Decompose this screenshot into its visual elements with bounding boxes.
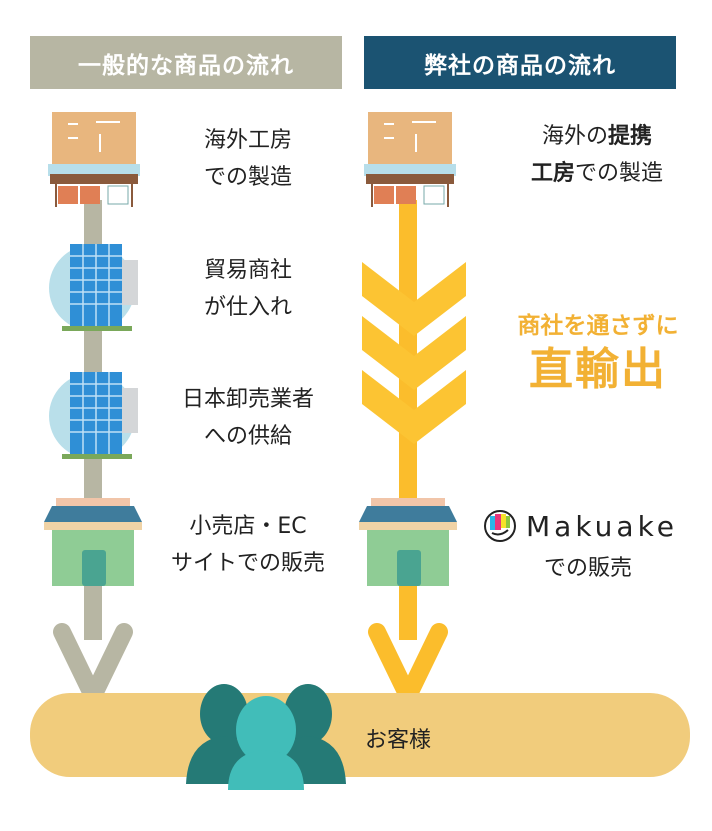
step-label-line: 日本卸売業者 xyxy=(181,387,314,412)
general-step-manufacture: 海外工房 での製造 xyxy=(148,122,348,196)
general-flow-header: 一般的な商品の流れ xyxy=(30,36,342,89)
makuake-logo: Makuake xyxy=(484,508,684,544)
store-icon xyxy=(44,498,142,586)
step-label-text: での製造 xyxy=(575,161,664,186)
step-label-line: 貿易商社 xyxy=(203,258,292,283)
workshop-icon xyxy=(364,112,456,207)
our-flow-header: 弊社の商品の流れ xyxy=(364,36,676,89)
office-building-icon xyxy=(49,244,138,331)
step-label-line: サイトでの販売 xyxy=(170,551,325,576)
step-label-bold: 工房 xyxy=(530,161,575,186)
step-label-line: が仕入れ xyxy=(203,295,292,320)
direct-export-chevrons-icon xyxy=(362,262,466,444)
office-building-icon xyxy=(49,372,138,459)
customer-label: お客様 xyxy=(365,728,432,753)
our-step-sales: での販売 xyxy=(543,556,632,581)
step-label-line: 小売店・EC xyxy=(189,514,307,539)
direct-export-subtitle: 商社を通さずに xyxy=(517,313,679,339)
workshop-icon xyxy=(48,112,140,207)
makuake-wordmark: Makuake xyxy=(526,509,679,543)
step-label-text: 海外の xyxy=(541,124,608,149)
step-label-line: での製造 xyxy=(203,165,292,190)
step-label-bold: 提携 xyxy=(608,124,653,149)
customer-band xyxy=(30,693,690,777)
direct-export-callout: 商社を通さずに 直輸出 xyxy=(478,310,712,398)
general-step-retail: 小売店・EC サイトでの販売 xyxy=(138,508,358,582)
direct-export-title: 直輸出 xyxy=(529,344,667,395)
general-step-wholesaler: 日本卸売業者 への供給 xyxy=(148,381,348,455)
step-label-line: 海外工房 xyxy=(203,128,292,153)
our-step-manufacture: 海外の提携 工房での製造 xyxy=(492,118,702,192)
customers-group-icon xyxy=(186,684,346,790)
general-step-trading-company: 貿易商社 が仕入れ xyxy=(148,252,348,326)
makuake-logo-icon xyxy=(484,510,516,542)
step-label-line: への供給 xyxy=(203,424,292,449)
store-icon xyxy=(359,498,457,586)
